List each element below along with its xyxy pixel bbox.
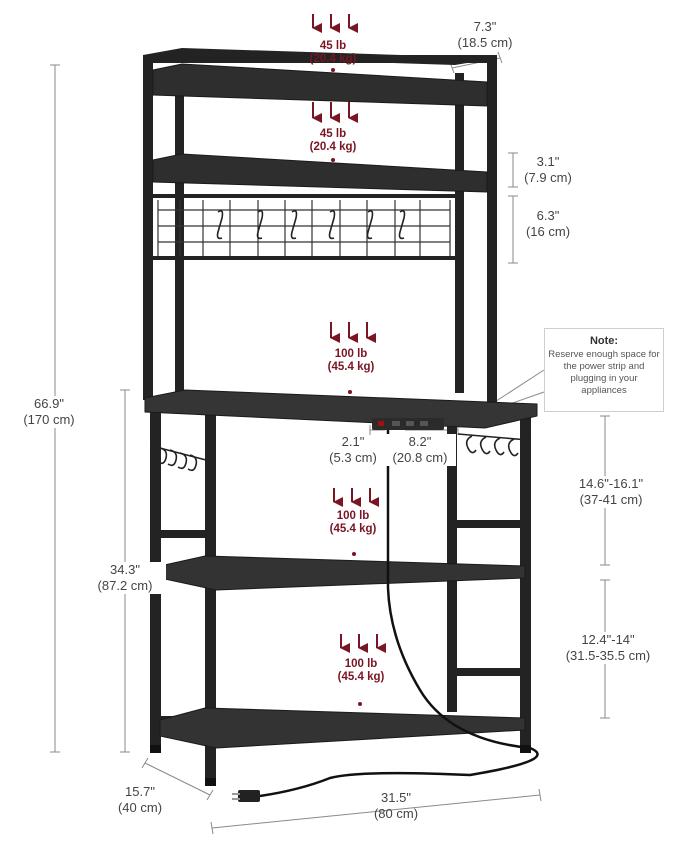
load-label-bottom-shelf: 100 lb(45.4 kg) bbox=[337, 658, 385, 683]
note-body: Reserve enough space for the power strip… bbox=[548, 349, 660, 396]
s-hooks bbox=[216, 210, 406, 240]
load-label-middle-shelf: 100 lb(45.4 kg) bbox=[329, 510, 377, 535]
hook-panel-grid bbox=[157, 200, 451, 256]
side-hooks bbox=[151, 433, 529, 472]
outlet-offset-label: 2.1"(5.3 cm) bbox=[329, 434, 377, 465]
load-arrows bbox=[312, 14, 386, 653]
table-height-label: 34.3"(87.2 cm) bbox=[84, 562, 166, 594]
power-strip bbox=[372, 418, 444, 430]
second-shelf bbox=[152, 153, 488, 193]
load-label-second-shelf: 45 lb(20.4 kg) bbox=[309, 128, 357, 153]
shelf-depth-label: 7.3"(18.5 cm) bbox=[457, 19, 513, 50]
outlet-width-label: 8.2"(20.8 cm) bbox=[384, 434, 456, 466]
note-callout: Note: Reserve enough space for the power… bbox=[544, 328, 664, 412]
power-cord bbox=[259, 430, 539, 798]
plug bbox=[232, 790, 260, 802]
upper-gap-label: 14.6"-16.1"(37-41 cm) bbox=[556, 476, 666, 508]
table-top bbox=[144, 389, 538, 429]
hook-panel-label: 6.3"(16 cm) bbox=[525, 208, 571, 239]
load-label-top-shelf: 45 lb(20.4 kg) bbox=[309, 40, 357, 65]
load-label-table-top: 100 lb(45.4 kg) bbox=[327, 348, 375, 373]
lower-gap-label: 12.4"-14"(31.5-35.5 cm) bbox=[548, 632, 668, 664]
width-label: 31.5"(80 cm) bbox=[373, 790, 419, 821]
total-height-label: 66.9"(170 cm) bbox=[8, 396, 90, 428]
load-dots bbox=[331, 68, 362, 706]
top-shelf bbox=[152, 63, 488, 107]
top-gap-label: 3.1"(7.9 cm) bbox=[524, 154, 572, 185]
note-title: Note: bbox=[589, 335, 619, 347]
bottom-shelf bbox=[159, 707, 526, 749]
depth-label: 15.7"(40 cm) bbox=[117, 784, 163, 815]
middle-shelf bbox=[159, 555, 526, 591]
shelves bbox=[144, 63, 538, 749]
